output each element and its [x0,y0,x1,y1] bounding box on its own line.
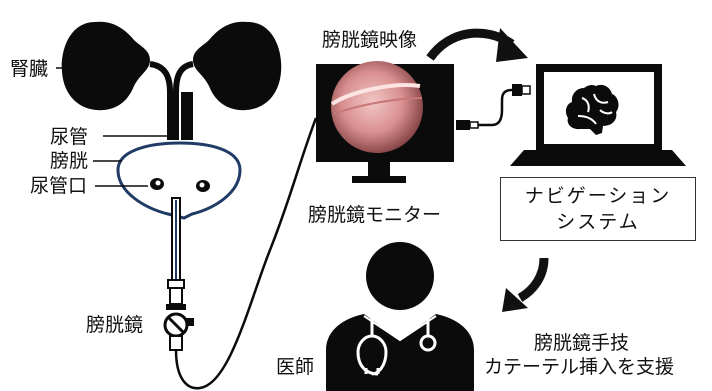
label-ureter: 尿管 [50,126,88,148]
label-support-line2: カテーテル挿入を支援 [484,356,674,378]
label-cystoscope-video: 膀胱鏡映像 [322,29,417,51]
cystoscope-icon [165,198,194,350]
label-support-line1: 膀胱鏡手技 [534,332,629,354]
kidney-left-icon [62,22,150,110]
arrow-video-to-nav [430,28,528,62]
navigation-system-box: ナビゲーション システム [500,177,696,241]
ureter-lines [150,64,193,140]
arrow-nav-to-doctor [502,258,544,312]
label-kidney: 腎臓 [10,58,48,80]
label-doctor: 医師 [276,356,314,378]
kidney-right-icon [193,22,281,110]
navigation-system-label-line2: システム [556,209,639,235]
label-ureteral-orifice: 尿管口 [30,175,87,197]
cystoscope-image [331,61,423,153]
ureteral-orifice-right-icon [196,180,210,192]
label-cystoscope-monitor: 膀胱鏡モニター [308,204,441,226]
label-cystoscope: 膀胱鏡 [86,314,143,336]
usb-cable-icon [456,84,530,130]
ureteral-orifice-left-icon [150,178,164,190]
doctor-icon [326,242,474,391]
label-bladder: 膀胱 [50,150,88,172]
navigation-system-label-line1: ナビゲーション [525,183,672,209]
monitor-icon [316,61,454,183]
